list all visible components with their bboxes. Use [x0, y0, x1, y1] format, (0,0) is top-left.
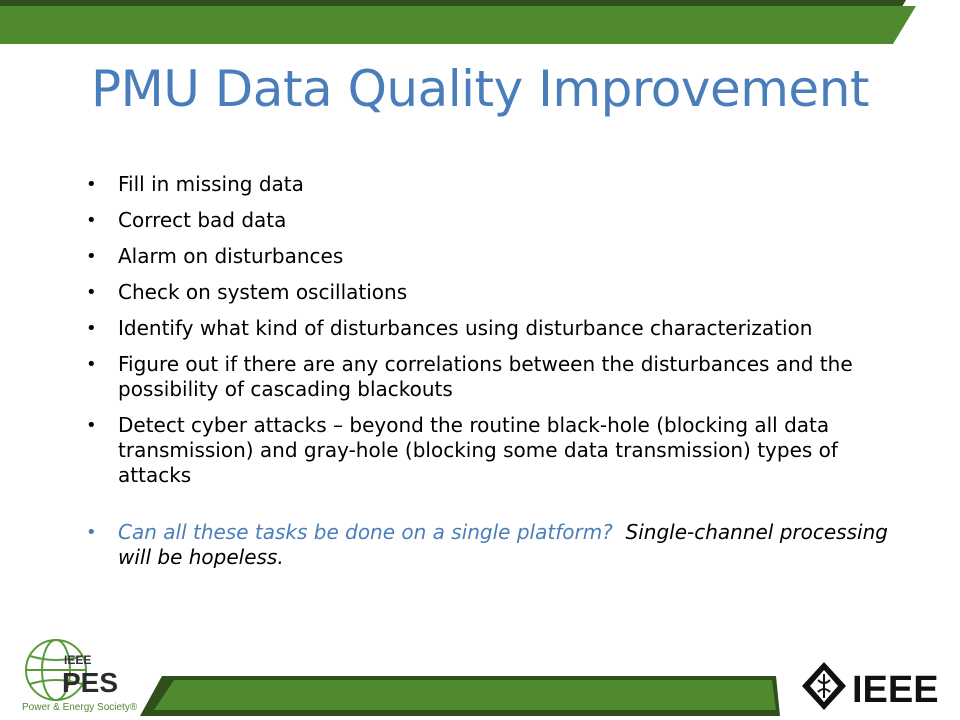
ieee-logo-text: IEEE — [852, 669, 939, 711]
bullet-item: •Fill in missing data — [86, 172, 304, 196]
bullet-item: •Correct bad data — [86, 208, 287, 232]
ieee-logo: IEEE — [802, 662, 939, 711]
bullet-dot-icon: • — [86, 415, 97, 436]
bullet-dot-icon: • — [86, 318, 97, 339]
globe-icon — [25, 639, 87, 701]
bullet-dot-icon: • — [86, 210, 97, 231]
bullet-dot-icon: • — [86, 282, 97, 303]
bullet-item: •Detect cyber attacks – beyond the routi… — [86, 413, 838, 487]
bottom-green-band — [140, 676, 780, 716]
bullet-dot-icon: • — [86, 522, 97, 543]
bullet-item: •Alarm on disturbances — [86, 244, 344, 268]
bullet-item: •Figure out if there are any correlation… — [86, 352, 853, 401]
bullet-item: •Check on system oscillations — [86, 280, 408, 304]
bullet-dot-icon: • — [86, 174, 97, 195]
question-bullet: • Can all these tasks be done on a single… — [86, 520, 906, 570]
pes-logo-tagline: Power & Energy Society® — [22, 702, 138, 713]
pes-logo-line1: IEEE — [64, 653, 91, 667]
ieee-pes-logo: IEEE PES Power & Energy Society® — [22, 639, 138, 713]
bullet-dot-icon: • — [86, 246, 97, 267]
bullet-item: •Identify what kind of disturbances usin… — [86, 316, 813, 340]
bullet-list: •Fill in missing data •Correct bad data … — [86, 172, 906, 581]
answer-text: Single-channel processing will be hopele… — [118, 520, 888, 569]
bullet-dot-icon: • — [86, 354, 97, 375]
ieee-kite-icon — [802, 662, 846, 710]
question-text: Can all these tasks be done on a single … — [118, 520, 613, 544]
pes-logo-line2: PES — [62, 667, 118, 698]
top-green-band — [0, 0, 916, 44]
slide-title: PMU Data Quality Improvement — [91, 60, 869, 118]
